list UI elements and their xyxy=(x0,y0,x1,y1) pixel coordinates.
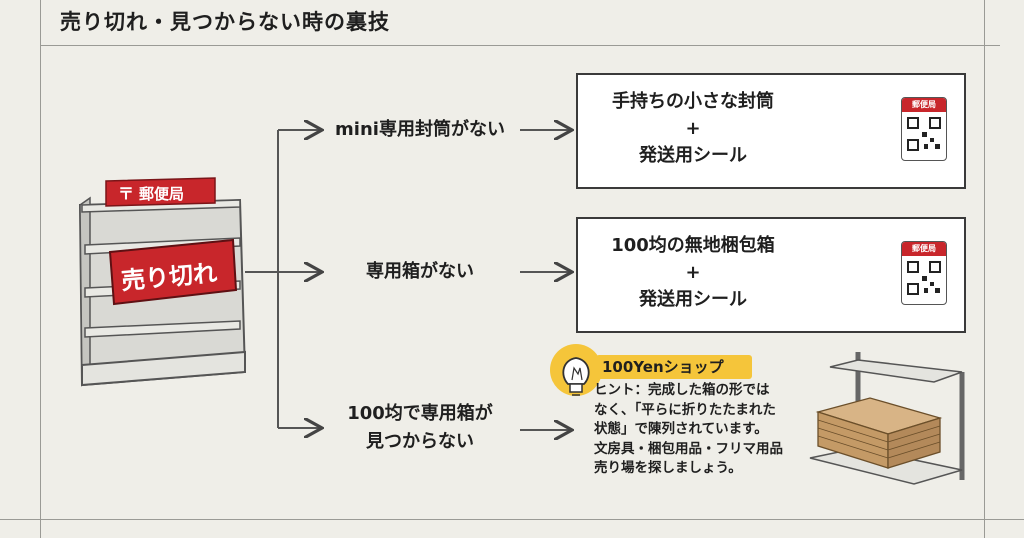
result-1-plus: + xyxy=(685,118,701,139)
page-title: 売り切れ・見つからない時の裏技 xyxy=(60,9,390,34)
branch-3-condition-line-2: 見つからない xyxy=(366,431,474,452)
hint-line-5: 売り場を探しましょう。 xyxy=(594,460,742,476)
hint-line-2: なく、「平らに折りたたまれた xyxy=(594,401,776,418)
result-text-envelope: 手持ちの小さな封筒 + 発送用シール xyxy=(588,88,798,169)
branch-2-condition: 専用箱がない xyxy=(366,261,474,282)
right-border xyxy=(984,0,985,538)
result-2-line-1: 100均の無地梱包箱 xyxy=(611,235,775,256)
bottom-divider xyxy=(0,519,1024,520)
hint-line-1: ヒント：完成した箱の形では xyxy=(594,382,770,398)
result-1-line-3: 発送用シール xyxy=(639,145,747,166)
qr-code-icon xyxy=(907,117,941,151)
branch-3-condition: 100均で専用箱が 見つからない xyxy=(322,400,518,456)
sold-out-banner xyxy=(108,238,238,306)
sign-post-mark: 〒 xyxy=(118,184,134,203)
flat-box-rack-illustration xyxy=(809,352,965,485)
result-1-line-1: 手持ちの小さな封筒 xyxy=(612,91,774,112)
shipping-label-2-header: 郵便局 xyxy=(902,242,946,256)
hint-line-4: 文房具・梱包用品・フリマ用品 xyxy=(594,440,783,457)
shipping-label-1: 郵便局 xyxy=(901,97,947,161)
branch-1-condition: mini専用封筒がない xyxy=(335,119,505,140)
lightbulb-icon xyxy=(550,344,602,396)
shelf-illustration: 〒 郵便局 売り切れ xyxy=(78,177,247,387)
result-2-plus: + xyxy=(685,262,701,283)
qr-code-icon xyxy=(907,261,941,295)
hint-line-3: 状態」で陳列されています。 xyxy=(594,421,768,437)
left-border xyxy=(40,0,41,538)
top-divider xyxy=(40,45,1000,46)
result-2-line-3: 発送用シール xyxy=(639,289,747,310)
post-office-sign xyxy=(105,177,216,207)
shipping-label-1-header: 郵便局 xyxy=(902,98,946,112)
branch-3-condition-line-1: 100均で専用箱が xyxy=(347,403,493,424)
flow-connectors xyxy=(245,130,570,430)
shop-hint: ヒント：完成した箱の形では なく、「平らに折りたたまれた 状態」で陳列されていま… xyxy=(594,381,809,479)
shipping-label-2: 郵便局 xyxy=(901,241,947,305)
sign-text: 郵便局 xyxy=(139,185,184,203)
shop-badge: 100Yenショップ xyxy=(596,355,752,379)
result-text-box: 100均の無地梱包箱 + 発送用シール xyxy=(588,232,798,313)
